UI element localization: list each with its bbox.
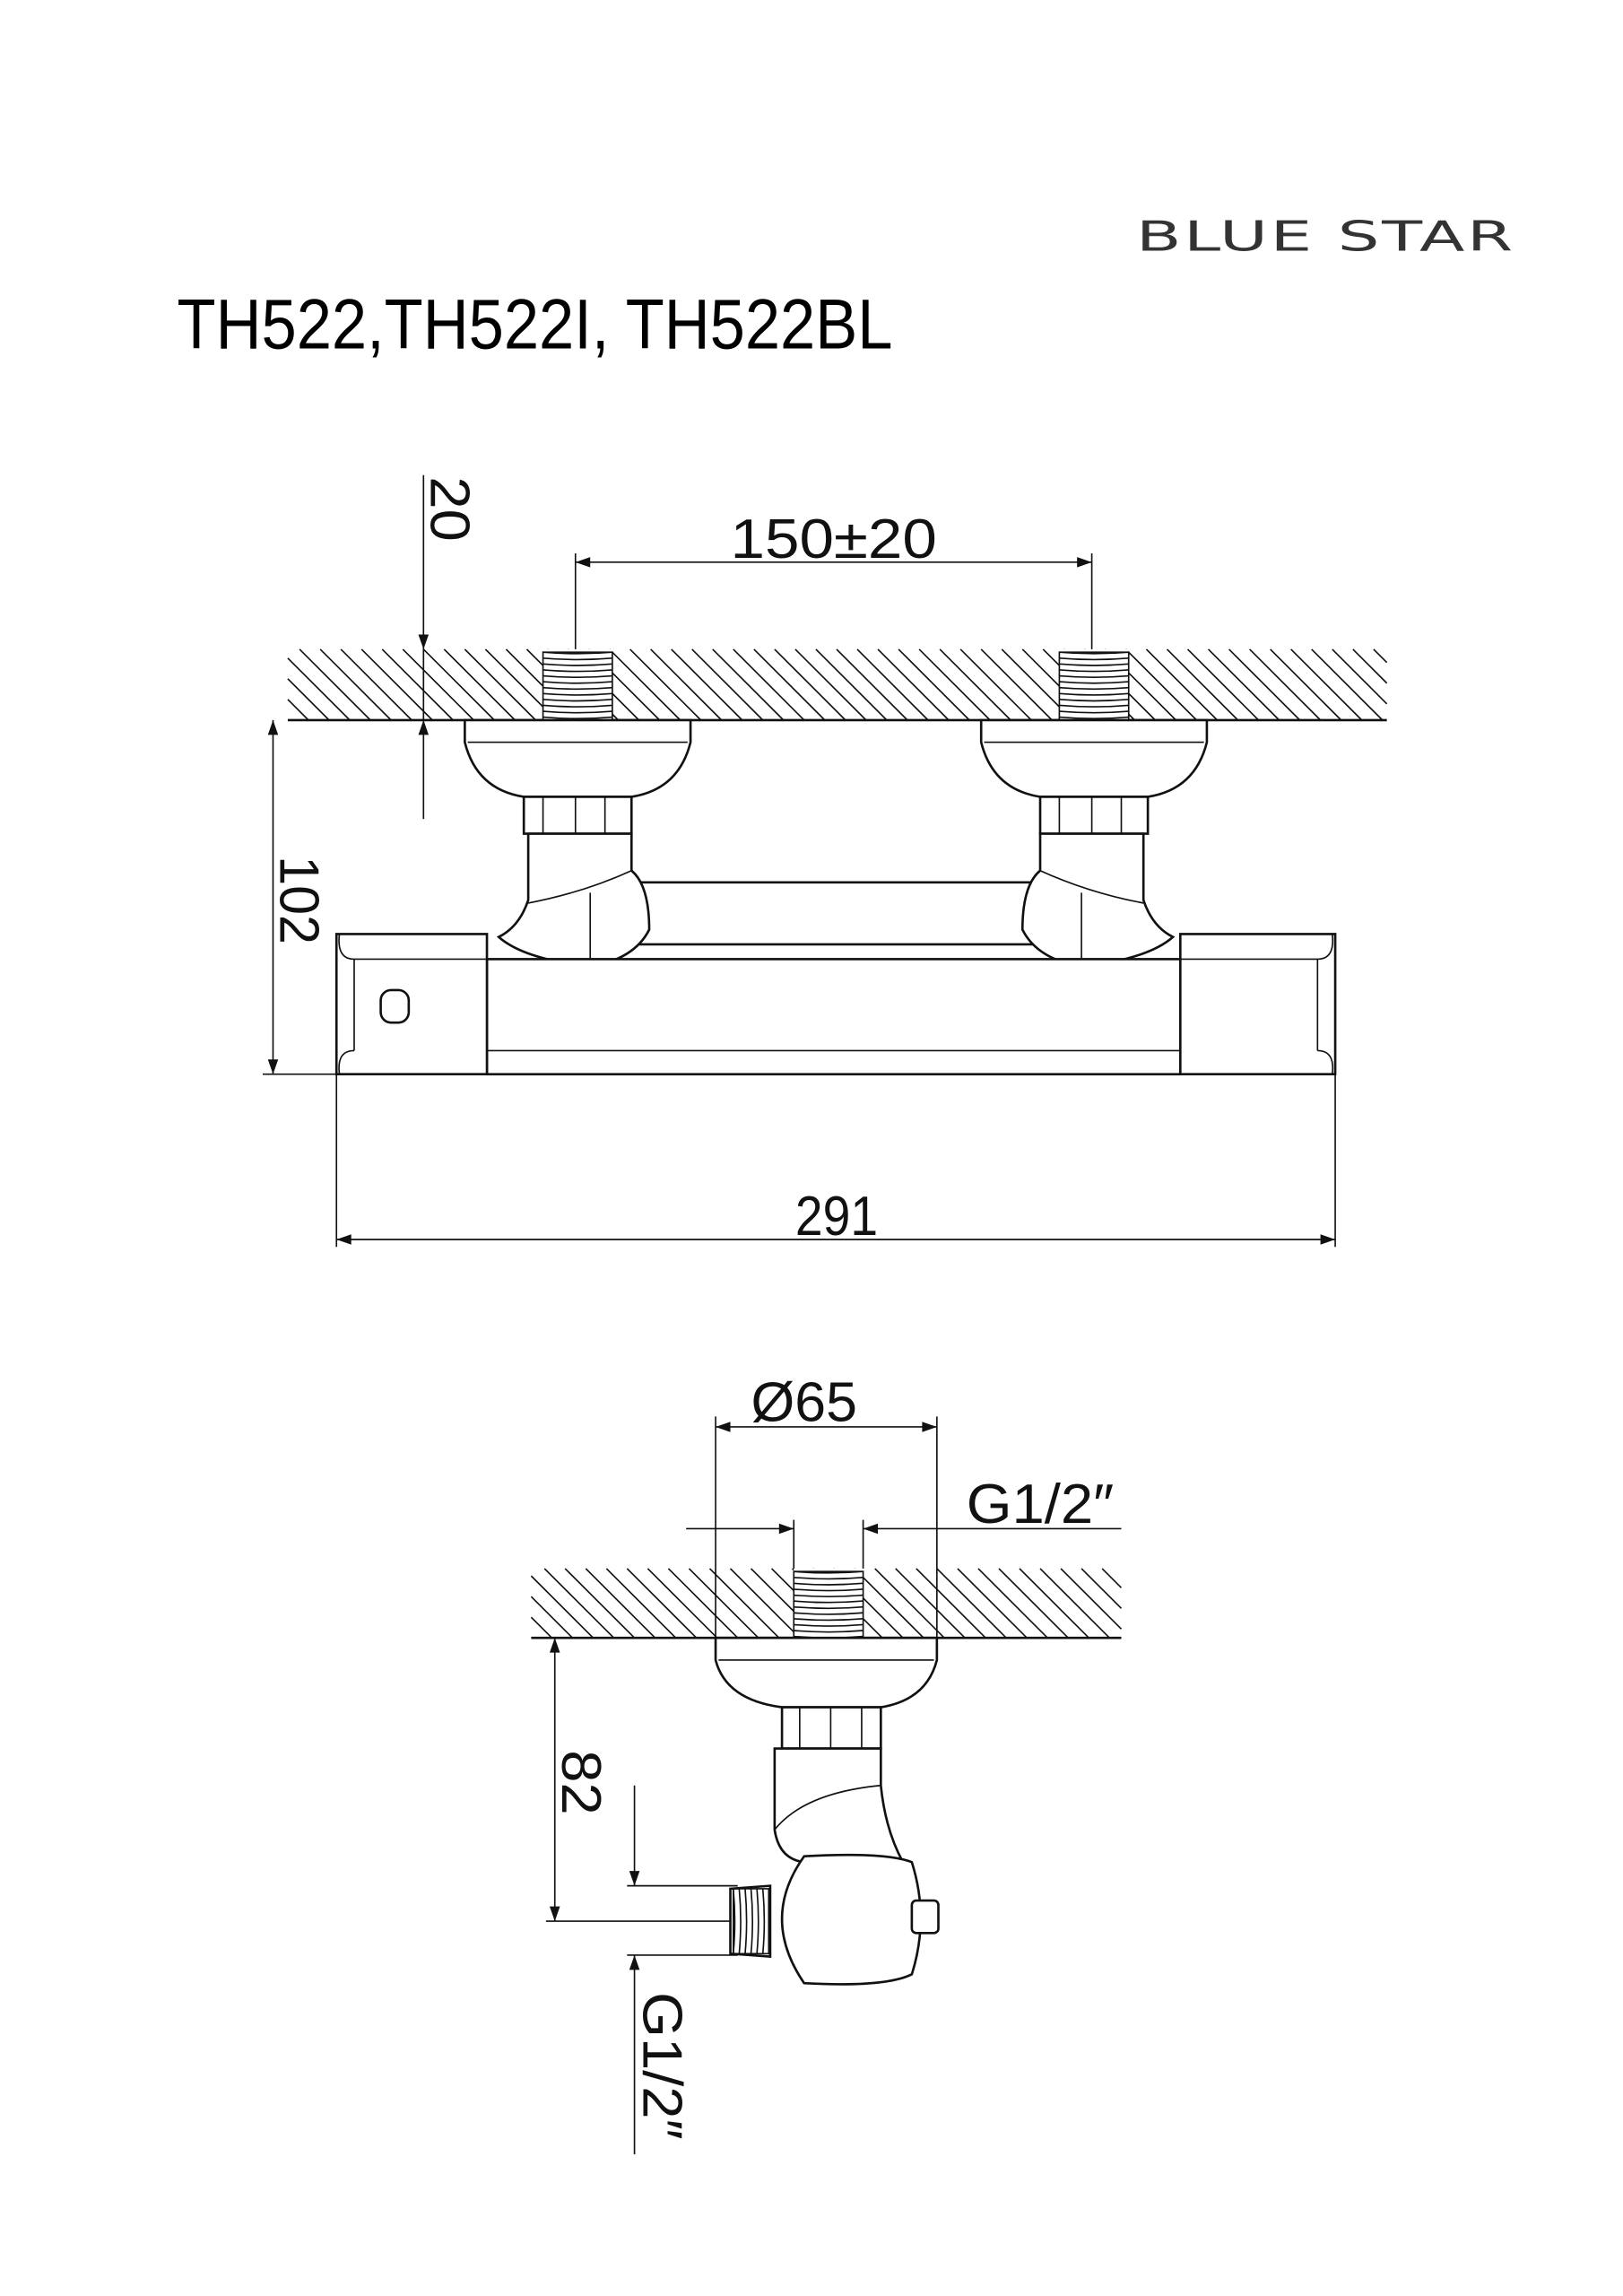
wall-hatch: [287, 648, 1388, 721]
fitting-left: [464, 718, 692, 968]
control-knob: [910, 1899, 940, 1935]
valve-body-side: [780, 1853, 923, 1986]
dim-inlet-thread: G1/2″: [967, 1473, 1115, 1535]
dim-inlet-spacing: 150±20: [731, 508, 937, 570]
dim-height: 102: [268, 856, 331, 944]
crossbar: [633, 881, 1035, 946]
wall-hatch: [530, 1568, 1123, 1639]
thread-left: [542, 648, 613, 721]
control-hole-icon: [379, 988, 411, 1024]
fitting-right: [979, 718, 1209, 968]
flange: [714, 1636, 939, 1709]
elbow: [773, 1747, 906, 1864]
side-view: Ø65 G1/2″ 82 G1/2″: [530, 1370, 1123, 2155]
dim-width: 291: [795, 1185, 878, 1248]
dim-outlet-height: 82: [550, 1750, 612, 1814]
dim-diameter: Ø65: [751, 1370, 857, 1433]
dim-outlet-thread: G1/2″: [630, 1992, 693, 2140]
page-title: TH522,TH522I, TH522BL: [178, 284, 893, 363]
thread-inlet: [793, 1568, 864, 1639]
valve-body: [334, 933, 1337, 1076]
brand-logo: BLUE STAR: [1136, 213, 1515, 261]
front-view: 150±20 20 102 291: [262, 474, 1388, 1248]
thread-right: [1058, 648, 1130, 721]
dim-wall-offset: 20: [419, 476, 482, 541]
